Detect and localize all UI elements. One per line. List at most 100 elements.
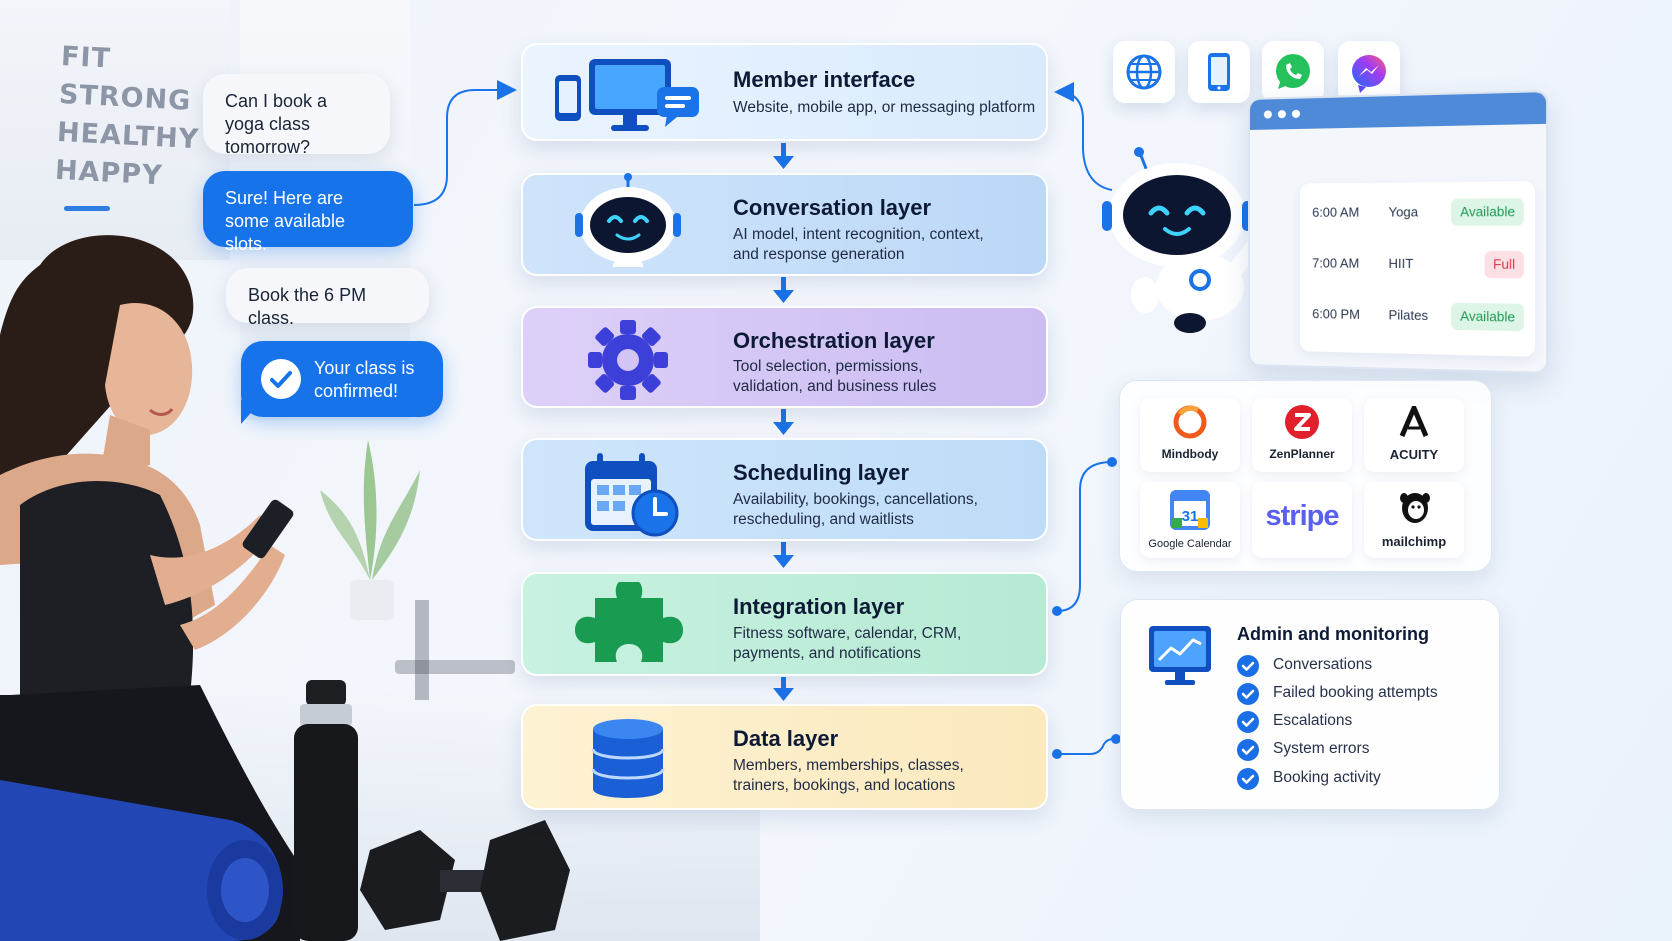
window-dot [1263,110,1272,119]
schedule-window: 6:00 AM Yoga Available 7:00 AM HIIT Full… [1248,89,1549,375]
wall-motto: FIT STRONG HEALTHY HAPPY [54,38,202,197]
integration-label: Google Calendar [1148,538,1232,550]
admin-item-label: Conversations [1273,656,1373,673]
admin-item-label: Failed booking attempts [1273,684,1438,701]
layer-title: Orchestration layer [733,328,935,353]
motto-underline [64,206,110,211]
schedule-row[interactable]: 6:00 PM Pilates Available [1310,299,1528,334]
window-title-bar [1249,92,1547,130]
integration-tile-google-calendar[interactable]: 31 Google Calendar [1140,482,1240,558]
admin-item-label: Booking activity [1273,769,1381,786]
channel-tile-messenger[interactable] [1338,41,1400,103]
bubble-tail [241,400,257,424]
class-name: Yoga [1388,205,1419,220]
calendar-clock-icon [585,453,679,537]
layer-title: Integration layer [733,594,905,619]
status-badge: Available [1451,302,1524,332]
layer-description: AI model, intent recognition, context, a… [733,226,984,263]
yoga-mat [0,780,283,941]
puzzle-icon [575,582,683,662]
monitor-chart-icon [1149,626,1211,685]
admin-title: Admin and monitoring [1237,624,1429,644]
layer-title: Conversation layer [733,195,932,220]
schedule-row[interactable]: 6:00 AM Yoga Available [1310,196,1528,228]
schedule-list: 6:00 AM Yoga Available 7:00 AM HIIT Full… [1300,181,1535,357]
globe-icon [1126,54,1162,90]
motto-line: HAPPY [54,154,164,192]
admin-monitoring-panel: Admin and monitoring Conversations Faile… [1120,599,1500,810]
chat-message-text: Book the 6 PM class. [248,285,367,328]
integration-tile-mailchimp[interactable]: mailchimp [1364,482,1464,558]
check-icon [1237,711,1259,733]
stripe-logo-text: stripe [1265,500,1340,532]
integration-tile-acuity[interactable]: ACUITY [1364,398,1464,472]
integration-tile-mindbody[interactable]: Mindbody [1140,398,1240,472]
zenplanner-logo-icon [1285,405,1319,439]
database-icon [591,719,665,798]
status-badge: Available [1451,198,1524,226]
layer-orchestration: Orchestration layer Tool selection, perm… [521,306,1048,408]
acuity-logo-icon [1399,406,1429,437]
class-time: 7:00 AM [1312,256,1360,271]
messenger-icon [1352,55,1386,93]
integration-label: mailchimp [1381,534,1447,549]
chat-bubble-user: Can I book a yoga class tomorrow? [203,74,390,157]
chat-message-text: Sure! Here are some available slots. [225,188,346,254]
window-dot [1291,109,1301,119]
chat-message-text: Your class is confirmed! [314,358,415,401]
layer-scheduling: Scheduling layer Availability, bookings,… [521,438,1048,541]
status-badge: Full [1484,250,1524,279]
gear-icon [588,320,668,400]
admin-item-label: Escalations [1273,712,1353,729]
layer-title: Scheduling layer [733,460,910,485]
robot-icon [575,173,681,267]
class-time: 6:00 AM [1312,205,1360,220]
plant-illustration [320,440,420,620]
check-icon [1237,655,1259,677]
confirmed-check-icon [261,359,301,399]
chat-message-text: Can I book a yoga class tomorrow? [225,91,328,157]
integration-tile-stripe[interactable]: stripe [1252,482,1352,558]
window-dot [1277,110,1286,119]
layer-member-interface: Member interface Website, mobile app, or… [521,43,1048,141]
mindbody-logo-icon [1173,405,1207,439]
layer-title: Data layer [733,726,839,751]
layer-description: Tool selection, permissions, validation,… [733,358,937,395]
channel-tile-whatsapp[interactable] [1262,41,1324,103]
integration-label: ACUITY [1389,447,1439,462]
mailchimp-logo-icon [1400,493,1430,523]
channel-tile-web[interactable] [1113,41,1175,103]
check-icon [1237,683,1259,705]
layer-integration: Integration layer Fitness software, cale… [521,572,1048,676]
class-name: HIIT [1388,256,1414,272]
chat-bubble-user: Book the 6 PM class. [226,268,429,328]
class-name: Pilates [1388,308,1429,324]
google-calendar-logo-icon: 31 [1170,490,1210,530]
layer-data: Data layer Members, memberships, classes… [521,704,1048,810]
admin-item-label: System errors [1273,740,1370,757]
layer-conversation: Conversation layer AI model, intent reco… [521,173,1048,276]
integration-label: ZenPlanner [1269,447,1335,461]
check-icon [1237,768,1259,790]
whatsapp-icon [1276,54,1310,89]
calendar-day-number: 31 [1182,508,1199,525]
schedule-row[interactable]: 7:00 AM HIIT Full [1310,248,1528,280]
layer-description: Members, memberships, classes, trainers,… [733,757,964,794]
class-time: 6:00 PM [1312,306,1360,322]
layer-description: Availability, bookings, cancellations, r… [733,491,978,528]
dumbbell [360,820,570,941]
gym-bench [395,600,515,700]
integration-tile-zenplanner[interactable]: ZenPlanner [1252,398,1352,472]
integrations-panel: Mindbody ZenPlanner ACUITY 31 Google Cal… [1119,380,1492,572]
layer-title: Member interface [733,67,916,92]
channel-tile-mobile[interactable] [1188,41,1250,103]
chat-bubble-bot: Sure! Here are some available slots. [203,171,413,254]
layer-description: Fitness software, calendar, CRM, payment… [733,625,962,662]
integration-label: Mindbody [1161,447,1219,461]
background-wall [0,0,230,260]
mobile-phone-icon [1208,53,1230,91]
devices-icon [555,59,699,131]
water-bottle [294,680,358,941]
layer-description: Website, mobile app, or messaging platfo… [733,99,1036,116]
check-icon [1237,739,1259,761]
